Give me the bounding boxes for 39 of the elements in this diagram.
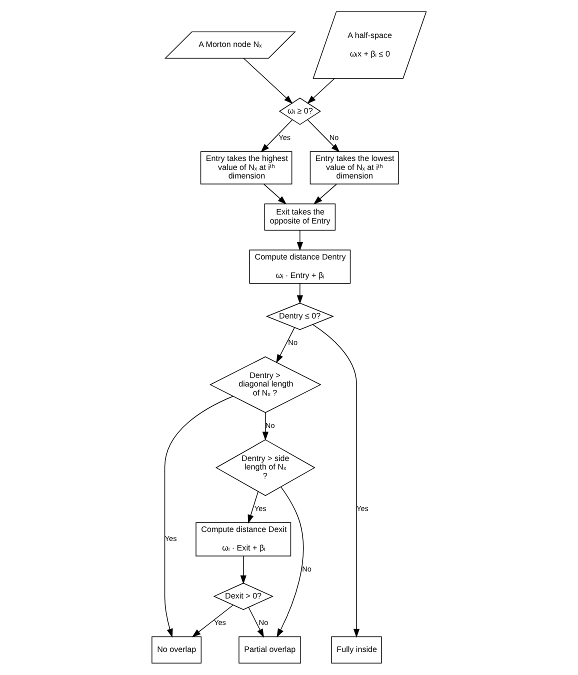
edge-label: Yes: [254, 504, 266, 513]
edge-label: No: [329, 132, 339, 142]
arrow: [243, 58, 293, 104]
edge-label: No: [288, 338, 298, 347]
arrow: [307, 78, 335, 104]
node-box: Entry takes the highest value of Nₓ at iᵗʰ dimension: [200, 151, 292, 184]
arrow: [296, 283, 304, 304]
arrow: [264, 184, 287, 204]
arrow: [276, 327, 295, 364]
node-diamond: ωᵢ ≥ 0?: [278, 98, 321, 125]
node-box: Fully inside: [331, 636, 382, 664]
node-box: Partial overlap: [238, 636, 302, 664]
edge-label: No: [265, 420, 275, 430]
node-diamond: Dentry > diagonal length of Nₓ ?: [210, 356, 322, 413]
node-box: Compute distance Dentry ωᵢ · Entry + βᵢ: [249, 250, 351, 284]
node-box: No overlap: [152, 636, 202, 664]
edge-label: No: [258, 618, 268, 627]
arrow: [240, 556, 246, 584]
arrow: [262, 412, 268, 441]
arrow: [276, 486, 304, 638]
edge-label: Yes: [164, 534, 177, 544]
edge-label: Yes: [278, 132, 291, 142]
node-diamond: Dexit > 0?: [213, 582, 274, 610]
arrow: [192, 604, 234, 638]
edge-label: Yes: [214, 618, 226, 627]
arrow: [248, 491, 258, 524]
arrow: [260, 119, 293, 152]
arrow: [307, 119, 340, 152]
arrow: [296, 230, 304, 251]
arrow: [314, 184, 337, 204]
edge-label: No: [302, 564, 312, 574]
node-box: Entry takes the lowest value of Nₓ at iᵗʰ dimension: [310, 151, 399, 184]
arrow: [248, 607, 264, 638]
node-box: Compute distance Dexit ωᵢ · Exit + βᵢ: [196, 522, 292, 556]
node-box: Exit takes the opposite of Entry: [264, 203, 336, 231]
arrow: [164, 396, 234, 638]
arrow: [312, 324, 360, 638]
node-diamond: Dentry ≤ 0?: [266, 302, 334, 330]
node-diamond: Dentry > side length of Nₓ ?: [215, 439, 316, 496]
